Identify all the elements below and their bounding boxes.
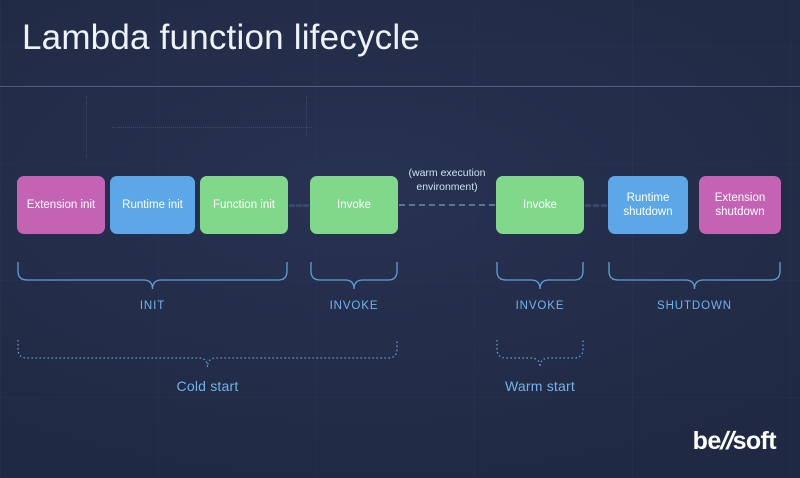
process-box-invoke-warm[interactable]: Invoke [496, 176, 584, 234]
logo-part-1: be [692, 427, 722, 455]
guide-line-right [306, 96, 307, 136]
process-box-label: Runtime shutdown [623, 191, 672, 219]
warm-caption-line-1: (warm execution [408, 167, 486, 179]
process-box-label-line-1: Extension init [26, 199, 96, 211]
process-box-label-line-1: Invoke [523, 199, 557, 211]
brace-label-shutdown: SHUTDOWN [657, 300, 732, 312]
brace-label-invoke-2: INVOKE [515, 300, 565, 312]
process-box-label-line-1: Runtime [626, 192, 670, 204]
guide-line-left [86, 96, 87, 158]
brace-label-init: INIT [139, 300, 166, 312]
process-box-label: Extension init [27, 198, 95, 212]
guide-line-horizontal [112, 127, 312, 128]
brace-path [496, 340, 584, 368]
brace-label-warm-start: Warm start [505, 378, 575, 394]
process-box-invoke-cold[interactable]: Invoke [310, 176, 398, 234]
brace-shutdown [608, 262, 781, 290]
process-box-label: Runtime init [122, 198, 183, 212]
brace-invoke-2 [496, 262, 584, 290]
warm-environment-caption: (warm execution environment) [382, 166, 512, 194]
process-box-label-line-1: Function init [212, 199, 275, 211]
connector-init-to-invoke [289, 204, 309, 207]
process-box-label-line-1: Invoke [337, 199, 371, 211]
process-box-runtime-shutdown[interactable]: Runtime shutdown [608, 176, 688, 234]
connector-invoke-to-shutdown [585, 204, 607, 207]
process-box-label: Invoke [523, 198, 557, 212]
brace-path [608, 262, 781, 290]
process-box-runtime-init[interactable]: Runtime init [110, 176, 195, 234]
brace-init [17, 262, 288, 290]
process-box-label: Invoke [337, 198, 371, 212]
brace-path [496, 262, 584, 290]
process-box-extension-shutdown[interactable]: Extension shutdown [699, 176, 781, 234]
warm-caption-line-2: environment) [416, 181, 478, 193]
brace-cold-start [17, 340, 398, 368]
brace-label-invoke-1: INVOKE [329, 300, 379, 312]
process-box-function-init[interactable]: Function init [200, 176, 288, 234]
title-divider [0, 86, 800, 87]
process-box-label: Function init [213, 198, 275, 212]
process-box-label: Extension shutdown [715, 191, 766, 219]
process-box-label-line-2: shutdown [715, 206, 765, 218]
brace-invoke-1 [310, 262, 398, 290]
brace-path [17, 340, 398, 368]
process-box-label-line-1: Extension [714, 192, 766, 204]
brace-warm-start [496, 340, 584, 368]
process-box-label-line-2: shutdown [623, 206, 673, 218]
logo-part-2: soft [732, 427, 777, 455]
bellsoft-logo: be//soft [692, 427, 777, 456]
process-box-extension-init[interactable]: Extension init [17, 176, 105, 234]
connector-warm-environment [399, 204, 495, 206]
brace-label-cold-start: Cold start [176, 378, 239, 394]
page-title: Lambda function lifecycle [22, 18, 420, 57]
brace-path [310, 262, 398, 290]
process-box-label-line-1: Runtime init [122, 199, 183, 211]
brace-path [17, 262, 288, 290]
